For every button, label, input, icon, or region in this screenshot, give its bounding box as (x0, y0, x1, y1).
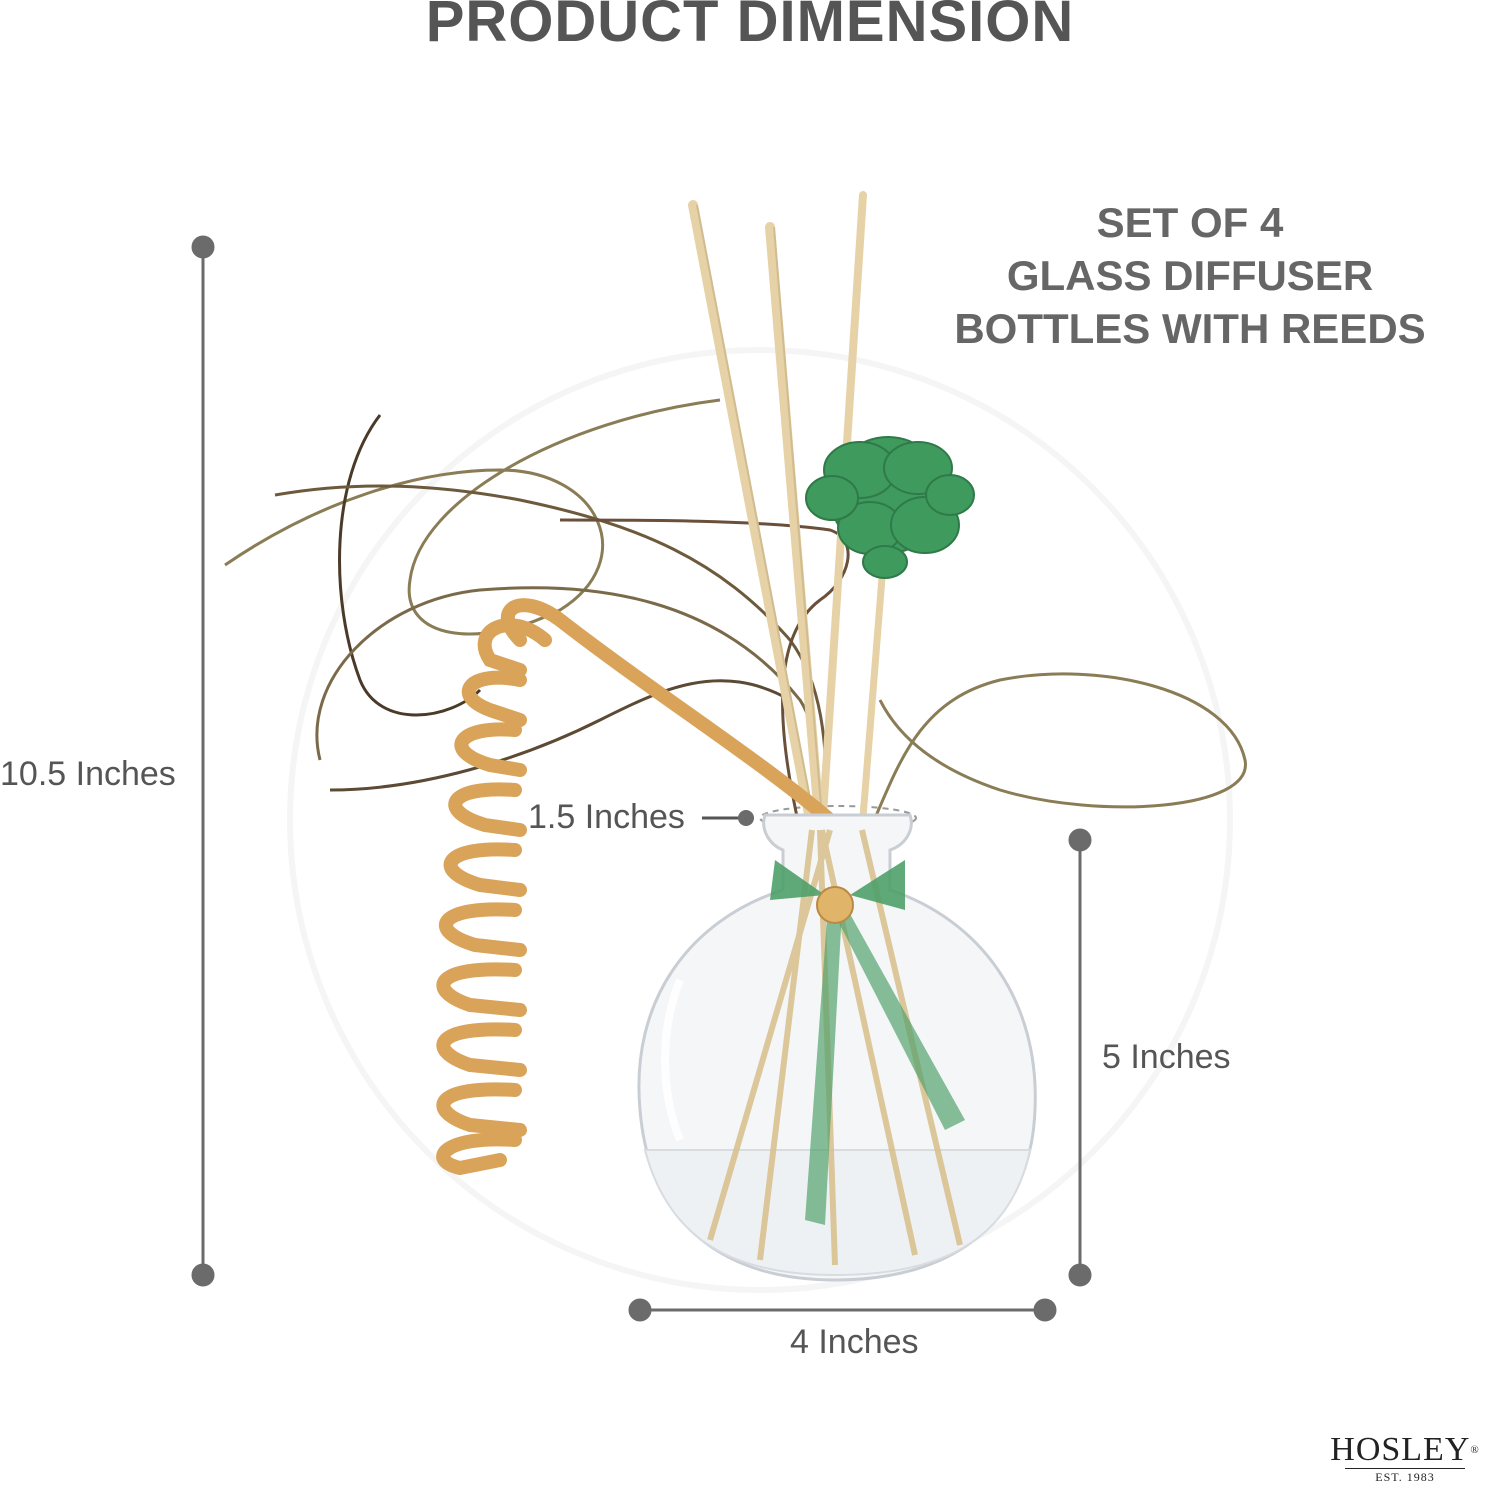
glass-bottle (637, 813, 1037, 1282)
height-dimension-line (191, 235, 215, 1287)
product-line-1: SET OF 4 (1096, 199, 1284, 246)
product-line-2: GLASS DIFFUSER (1006, 252, 1374, 299)
brand-name: HOSLEY® (1330, 1431, 1480, 1468)
product-line-3: BOTTLES WITH REEDS (954, 305, 1426, 352)
bottle-height-label: 5 Inches (1102, 1038, 1231, 1076)
rattan-spiral (436, 598, 837, 1176)
bottle-height-dimension-line (1068, 828, 1092, 1287)
bottle-width-label: 4 Inches (790, 1323, 919, 1361)
green-flower (805, 436, 975, 579)
bottle-width-dimension-line (628, 1298, 1057, 1322)
green-ribbon (770, 860, 965, 1225)
reed-shading (696, 204, 824, 831)
watermark-logo (287, 347, 1233, 1293)
page-title: PRODUCT DIMENSION (425, 0, 1075, 54)
reed-sticks (688, 191, 889, 835)
brand-logo: HOSLEY® EST. 1983 (1320, 1432, 1490, 1485)
decorative-wire-curls (224, 398, 1247, 831)
neck-diameter-label: 1.5 Inches (528, 798, 685, 836)
brand-established: EST. 1983 (1375, 1470, 1435, 1484)
wooden-bead (816, 886, 854, 924)
product-description: SET OF 4 GLASS DIFFUSER BOTTLES WITH REE… (930, 196, 1450, 355)
height-total-label: 10.5 Inches (0, 755, 176, 793)
brand-divider (1345, 1468, 1465, 1469)
